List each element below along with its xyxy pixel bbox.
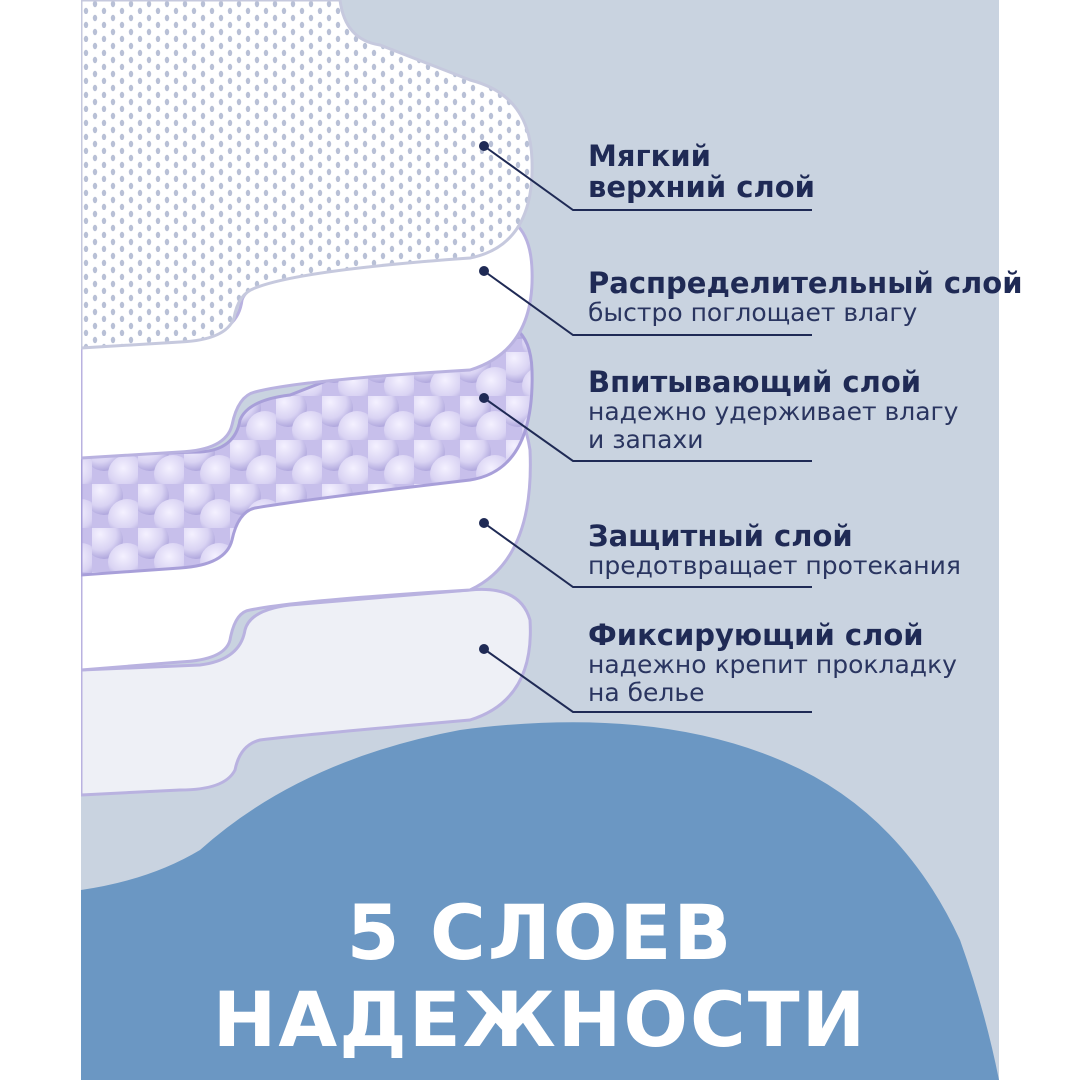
pointer-line	[483, 648, 812, 713]
pointer-line	[483, 397, 812, 462]
bottom-blob	[81, 722, 999, 1080]
layer-description: надежно удерживает влагу	[588, 397, 959, 426]
layer-label-protective: Защитный слой предотвращает протекания	[588, 521, 961, 580]
layer-description: быстро поглощает влагу	[588, 298, 918, 327]
layer-title: Впитывающий слой	[588, 365, 922, 399]
layer-description-line2: на белье	[588, 678, 705, 707]
fixing-layer	[81, 587, 532, 797]
layer-label-absorbent: Впитывающий слой надежно удерживает влаг…	[588, 367, 958, 454]
layer-title: Фиксирующий слой	[588, 618, 924, 652]
pointer-line	[483, 522, 812, 588]
pointer-line	[483, 145, 812, 211]
absorbent-layer	[81, 320, 534, 577]
layer-title: Защитный слой	[588, 519, 853, 553]
headline-line1: 5 СЛОЕВ	[346, 888, 734, 977]
layer-title: Распределительный слой	[588, 266, 1023, 300]
layer-description: надежно крепит прокладку	[588, 650, 957, 679]
headline-line2: НАДЕЖНОСТИ	[212, 975, 868, 1064]
layer-description-line2: и запахи	[588, 425, 704, 454]
pointer-line	[483, 270, 812, 336]
layer-description: предотвращает протекания	[588, 551, 961, 580]
layer-title: Мягкий	[588, 139, 711, 173]
layer-label-fixing: Фиксирующий слой надежно крепит прокладк…	[588, 620, 957, 707]
soft-top-layer	[81, 0, 534, 350]
layer-label-soft-top: Мягкий верхний слой	[588, 141, 815, 203]
layer-label-distribution: Распределительный слой быстро поглощает …	[588, 268, 1023, 327]
layer-title-line2: верхний слой	[588, 170, 815, 204]
